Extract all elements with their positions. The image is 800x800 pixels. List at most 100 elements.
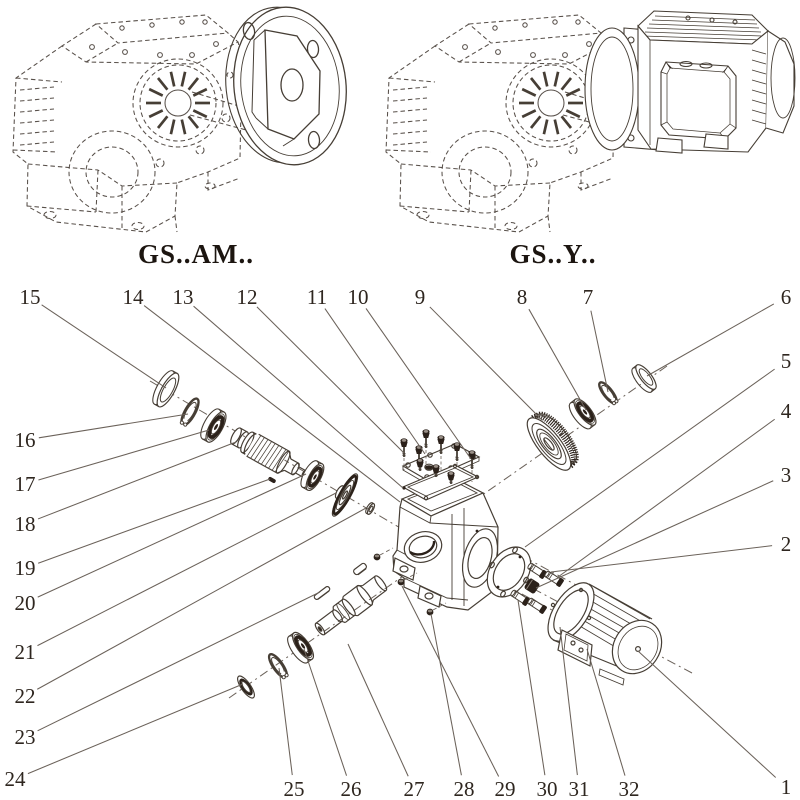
output-flange-am [225,6,347,166]
input-flange-starburst-left [146,71,210,135]
input-flange-starburst-right [519,71,583,135]
callout-24: 24 [5,683,244,791]
callout-12: 12 [237,285,405,454]
bearing-8 [568,398,597,430]
part-number-30: 30 [537,777,558,800]
screw [453,442,461,461]
part-number-4: 4 [781,399,792,423]
cover-gasket [401,463,480,501]
callout-29: 29 [401,585,516,800]
motor-flange-gasket [486,546,532,598]
part-number-31: 31 [569,777,590,800]
screw [432,464,440,477]
stud-bolt [527,562,547,579]
callout-20: 20 [15,473,307,615]
washer-24 [237,675,255,699]
callout-18: 18 [15,441,237,536]
gear-housing [392,477,499,611]
helical-gear [526,411,579,471]
part-number-28: 28 [454,777,475,800]
spacer-ring-22 [365,502,376,515]
callout-19: 19 [15,478,271,580]
part-number-9: 9 [415,285,426,309]
callout-3: 3 [535,463,792,589]
callout-25: 25 [278,667,305,800]
callout-1: 1 [637,650,791,799]
circlip-7 [598,381,619,406]
callout-7: 7 [583,285,609,393]
callout-32: 32 [586,648,640,800]
callout-5: 5 [524,349,792,548]
screw [400,438,408,457]
plug-screw [426,602,447,616]
assembled-view-gs-y [385,10,796,233]
part-number-29: 29 [495,777,516,800]
callout-22: 22 [15,507,367,708]
callout-30: 30 [517,599,558,800]
part-number-5: 5 [781,349,792,373]
callout-14: 14 [123,285,401,503]
part-number-8: 8 [517,285,528,309]
callout-11: 11 [307,285,426,455]
part-number-24: 24 [5,767,27,791]
part-number-13: 13 [173,285,194,309]
output-shaft [314,575,388,636]
square-plug [524,578,540,594]
fan-disc [331,473,359,517]
screw [422,429,430,448]
screw [437,435,445,454]
part-number-11: 11 [307,285,327,309]
bearing-20 [300,460,325,492]
stud-bolt [527,597,547,614]
callout-23: 23 [15,591,321,749]
electric-motor-assembled [584,10,796,154]
callout-6: 6 [646,285,792,377]
callout-8: 8 [517,285,587,411]
worm-shaft [230,427,308,478]
oil-seal-15 [152,370,180,408]
part-number-2: 2 [781,532,792,556]
plug-screw [373,547,394,561]
circlip-16 [179,397,200,427]
stud-bolt [510,589,530,606]
generated-small-parts [152,364,657,699]
stud-bolt [544,570,564,587]
part-number-6: 6 [781,285,792,309]
bearing-26 [287,631,315,664]
part-number-3: 3 [781,463,792,487]
bearing-17 [200,408,227,443]
callout-26: 26 [303,648,362,800]
part-number-21: 21 [15,640,36,664]
part-number-32: 32 [619,777,640,800]
part-number-25: 25 [284,777,305,800]
part-number-17: 17 [15,472,36,496]
plug-screw [397,572,418,586]
set-pin [268,477,276,483]
part-number-23: 23 [15,725,36,749]
part-number-18: 18 [15,512,36,536]
callout-9: 9 [415,285,543,421]
screw [468,450,476,469]
part-number-22: 22 [15,684,36,708]
part-number-16: 16 [15,428,36,452]
callout-17: 17 [15,429,210,496]
part-number-14: 14 [123,285,145,309]
screw [447,471,455,484]
callout-31: 31 [559,626,590,800]
part-number-26: 26 [341,777,362,800]
screw [416,458,424,471]
part-number-7: 7 [583,285,594,309]
shaft-key [313,586,331,600]
callout-27: 27 [347,643,425,800]
model-label-y: GS..Y.. [509,239,596,269]
callout-4: 4 [557,399,792,578]
circlip-25 [267,653,289,680]
callout-10: 10 [348,285,472,460]
callout-21: 21 [15,492,337,664]
model-label-am: GS..AM.. [138,239,254,269]
callout-28: 28 [430,613,475,800]
part-number-20: 20 [15,591,36,615]
callout-16: 16 [15,413,189,452]
